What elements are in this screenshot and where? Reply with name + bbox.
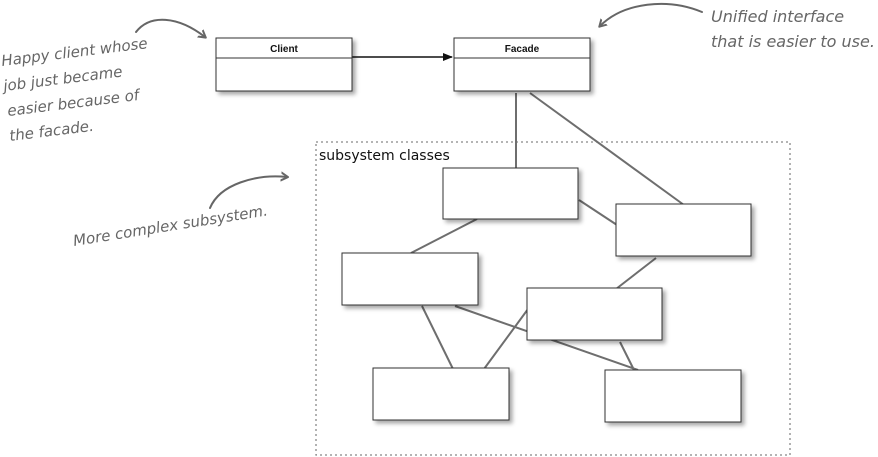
- subsystem-class-box: [341, 252, 479, 306]
- connector-box2-box4: [615, 257, 657, 290]
- facade-note: Unified interface that is easier to use.: [711, 7, 875, 51]
- client-note-arrow: [135, 18, 205, 37]
- facade-note-line: that is easier to use.: [711, 32, 875, 51]
- client-note: Happy client whose job just became easie…: [0, 34, 148, 145]
- subsystem-note-arrow: [209, 176, 287, 209]
- subsystem-note: More complex subsystem.: [72, 201, 269, 250]
- subsystem-boundary: [315, 141, 791, 456]
- subsystem-classes: [341, 167, 752, 423]
- subsystem-class-box: [526, 287, 663, 341]
- client-class: [215, 37, 353, 92]
- client-note-line: the facade.: [8, 117, 94, 145]
- subsystem-class-box: [442, 167, 579, 220]
- facade-class-name: Facade: [505, 44, 540, 55]
- facade-note-line: Unified interface: [711, 7, 844, 26]
- subsystem-label: subsystem classes: [319, 148, 450, 164]
- facade-class: [453, 37, 591, 92]
- client-note-line: Happy client whose: [0, 34, 148, 70]
- subsystem-class-box: [615, 203, 752, 257]
- connector-box1-box2: [578, 199, 618, 226]
- connector-box4-box5: [483, 308, 529, 370]
- connector-box1-box3: [410, 218, 478, 254]
- subsystem-class-box: [604, 369, 742, 423]
- subsystem-connections: [410, 92, 685, 371]
- client-class-name: Client: [270, 44, 298, 55]
- facade-note-arrow: [600, 2, 703, 26]
- connector-facade-box2: [529, 92, 685, 206]
- connector-box4-box6: [619, 341, 635, 371]
- connector-box3-box5: [421, 305, 454, 370]
- subsystem-class-box: [372, 367, 510, 421]
